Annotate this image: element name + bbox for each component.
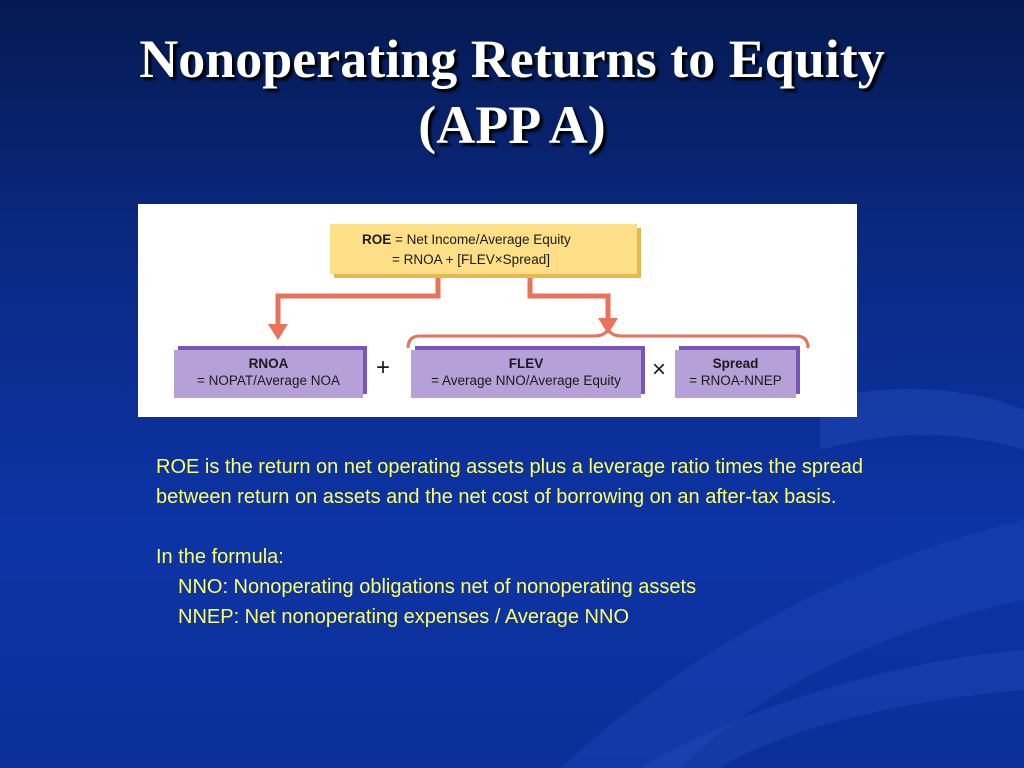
slide-title: Nonoperating Returns to Equity (APP A)	[0, 26, 1024, 158]
explanation-text: ROE is the return on net operating asset…	[156, 452, 916, 632]
roe-decomposition-diagram: ROE = Net Income/Average Equity = RNOA +…	[138, 204, 857, 417]
grouping-brace	[406, 327, 810, 349]
roe-formula-1: = Net Income/Average Equity	[395, 232, 571, 247]
roe-box: ROE = Net Income/Average Equity = RNOA +…	[330, 224, 637, 274]
diagram-connectors	[268, 277, 810, 349]
nnep-definition: NNEP: Net nonoperating expenses / Averag…	[178, 606, 629, 628]
spread-box: Spread = RNOA-NNEP	[675, 350, 796, 398]
spread-heading: Spread	[712, 356, 759, 371]
plus-operator: +	[376, 354, 391, 381]
roe-label: ROE	[362, 232, 392, 247]
arrow-to-flev-spread	[527, 277, 618, 334]
rnoa-box: RNOA = NOPAT/Average NOA	[174, 350, 363, 398]
title-line-2: (APP A)	[418, 95, 606, 155]
arrow-to-rnoa	[268, 277, 441, 340]
formula-intro: In the formula:	[156, 546, 284, 568]
rnoa-heading: RNOA	[248, 356, 289, 371]
spread-formula: = RNOA-NNEP	[689, 373, 782, 388]
explanation-paragraph: ROE is the return on net operating asset…	[156, 456, 864, 508]
roe-formula-2: = RNOA + [FLEV×Spread]	[392, 252, 550, 267]
title-line-1: Nonoperating Returns to Equity	[139, 29, 885, 89]
flev-heading: FLEV	[508, 356, 544, 371]
flev-formula: = Average NNO/Average Equity	[431, 373, 621, 388]
nno-definition: NNO: Nonoperating obligations net of non…	[178, 576, 697, 598]
rnoa-formula: = NOPAT/Average NOA	[197, 373, 340, 388]
times-operator: ×	[652, 356, 667, 383]
flev-box: FLEV = Average NNO/Average Equity	[411, 350, 641, 398]
